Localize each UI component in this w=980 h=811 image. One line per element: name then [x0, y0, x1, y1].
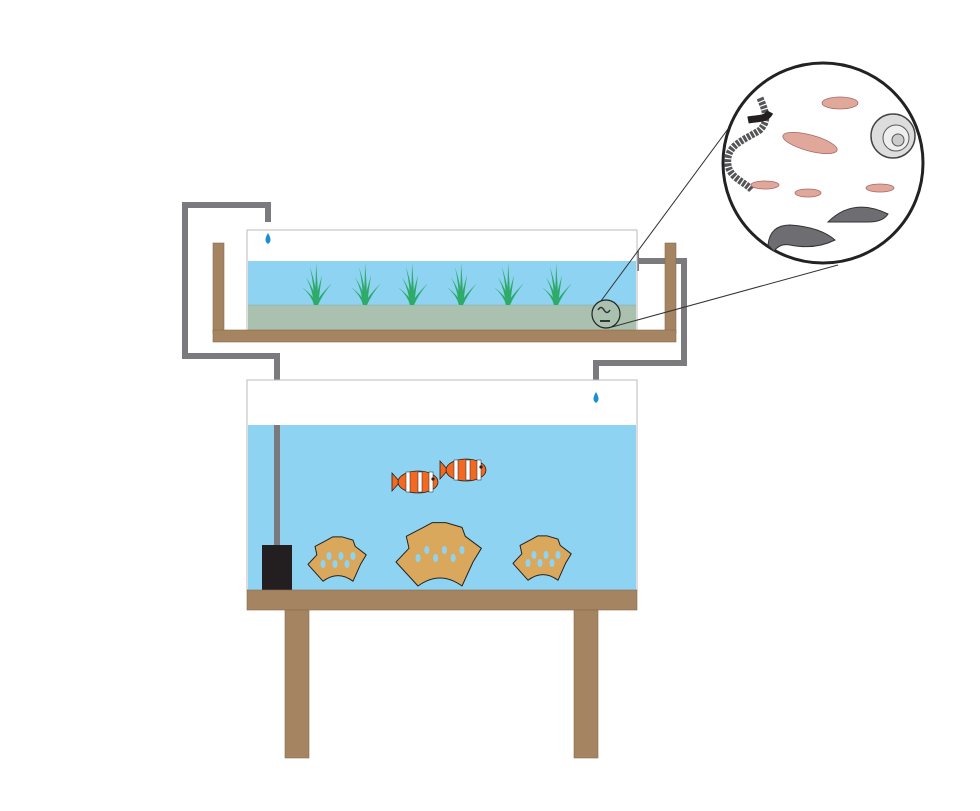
- plant-icon: [542, 263, 572, 305]
- snail-shell-icon: [870, 113, 916, 159]
- coral-icon: [395, 522, 482, 587]
- shrimp-icon: [821, 96, 859, 110]
- plant-icon: [447, 263, 477, 305]
- clownfish-group: [391, 458, 487, 494]
- coral-icon: [307, 536, 367, 582]
- macroalgae-plants: [302, 263, 572, 305]
- larva-icon: [767, 224, 836, 252]
- plant-icon: [494, 263, 524, 305]
- larva-icon: [826, 206, 889, 223]
- magnifier: [591, 61, 925, 329]
- shrimp-icon: [865, 183, 895, 193]
- clownfish-icon: [439, 458, 487, 482]
- upper-water: [248, 261, 636, 305]
- water-drop-icon: [593, 392, 599, 403]
- substrate: [248, 305, 636, 331]
- plant-icon: [398, 263, 428, 305]
- coral-icon: [512, 535, 572, 581]
- plant-icon: [302, 263, 332, 305]
- zoom-spot: [591, 299, 621, 329]
- upper-shelf: [212, 242, 677, 343]
- water-drop-icon: [265, 233, 271, 244]
- lower-stand: [246, 589, 638, 759]
- shrimp-icon: [750, 180, 780, 190]
- stand-leg: [284, 609, 310, 759]
- clownfish-icon: [391, 470, 439, 494]
- pump-icon: [262, 545, 292, 590]
- shrimp-icon: [782, 132, 838, 154]
- plant-icon: [351, 263, 381, 305]
- coral-group: [307, 522, 572, 587]
- upper-refugium-tank: [246, 229, 638, 333]
- shrimp-icon: [794, 188, 822, 198]
- stand-leg: [573, 609, 599, 759]
